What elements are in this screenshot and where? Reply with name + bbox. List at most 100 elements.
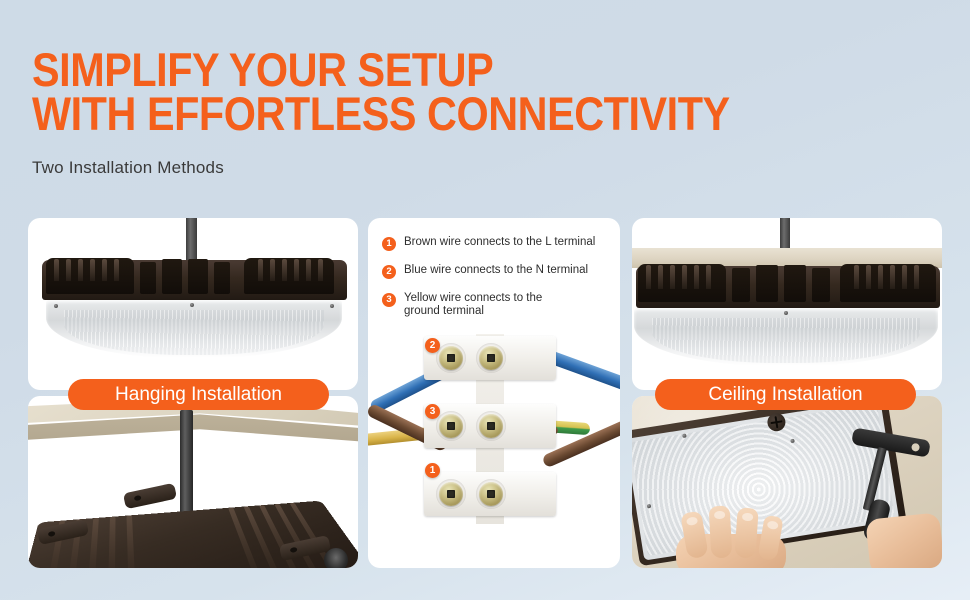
badge-hanging-installation: Hanging Installation bbox=[68, 379, 329, 410]
heatsink-fin bbox=[90, 259, 95, 281]
heatsink-fin bbox=[866, 265, 871, 289]
heatsink-fin bbox=[66, 259, 71, 281]
mounting-tab bbox=[122, 482, 178, 510]
step-number-badge: 2 bbox=[382, 265, 396, 279]
terminal-row-l bbox=[424, 472, 556, 516]
heatsink-fin bbox=[670, 265, 675, 289]
fin-block bbox=[784, 265, 806, 302]
screw-slot bbox=[487, 422, 495, 430]
mounting-pole-icon bbox=[780, 218, 790, 256]
panel-ceiling-bottom bbox=[632, 396, 942, 568]
fin-block bbox=[214, 262, 230, 294]
bracket-hole bbox=[910, 442, 921, 452]
heatsink-fin bbox=[694, 265, 699, 289]
photo-ceiling-installation-hands bbox=[632, 396, 942, 568]
terminal-row-n bbox=[424, 336, 556, 380]
heatsink-fin bbox=[86, 517, 99, 568]
finger bbox=[734, 507, 759, 559]
terminal-screw bbox=[439, 482, 463, 506]
heatsink-fin bbox=[646, 265, 651, 289]
panel-ceiling-top bbox=[632, 218, 942, 390]
heatsink-fin bbox=[682, 265, 687, 289]
panel-wiring-instructions: 1 Brown wire connects to the L terminal … bbox=[368, 218, 620, 568]
heatsink-fin bbox=[270, 259, 275, 281]
terminal-screw bbox=[479, 414, 503, 438]
step-number-badge: 3 bbox=[382, 293, 396, 307]
terminal-screw bbox=[439, 414, 463, 438]
headline-line-2: WITH EFFORTLESS CONNECTIVITY bbox=[32, 87, 730, 140]
terminal-screw bbox=[479, 482, 503, 506]
connector-badge-ground: 3 bbox=[425, 404, 440, 419]
cable-gland bbox=[324, 548, 348, 568]
header: SIMPLIFY YOUR SETUP WITH EFFORTLESS CONN… bbox=[32, 43, 772, 178]
step-text: Brown wire connects to the L terminal bbox=[404, 236, 596, 248]
heatsink-fin bbox=[102, 259, 107, 281]
heatsink-fin bbox=[78, 259, 83, 281]
heatsink-fin bbox=[107, 516, 116, 568]
fin-block bbox=[732, 268, 750, 302]
fixture-lens bbox=[634, 308, 938, 366]
heatsink-fin bbox=[902, 265, 907, 289]
heatsink-fin bbox=[890, 265, 895, 289]
screw-slot bbox=[447, 354, 455, 362]
wiring-step: 3 Yellow wire connects to the ground ter… bbox=[382, 292, 610, 318]
finger bbox=[708, 505, 733, 559]
mounting-hole bbox=[289, 546, 298, 554]
lens-screw bbox=[784, 311, 788, 315]
heatsink-fin bbox=[258, 259, 263, 281]
screw-slot bbox=[447, 422, 455, 430]
mounting-pole-icon bbox=[186, 218, 197, 264]
heatsink-fin bbox=[126, 515, 136, 568]
fin-block bbox=[188, 259, 208, 294]
headline-line-1: SIMPLIFY YOUR SETUP bbox=[32, 43, 494, 96]
panel-hanging-top bbox=[28, 218, 358, 390]
wiring-step-list: 1 Brown wire connects to the L terminal … bbox=[382, 236, 610, 318]
step-number-badge: 1 bbox=[382, 237, 396, 251]
fin-block bbox=[140, 262, 156, 294]
hand-right bbox=[865, 512, 942, 568]
screw-slot bbox=[487, 354, 495, 362]
fin-block bbox=[162, 259, 182, 294]
wiring-step: 2 Blue wire connects to the N terminal bbox=[382, 264, 610, 279]
heatsink-fin bbox=[854, 265, 859, 289]
terminal-screw-well bbox=[436, 411, 466, 441]
heatsink-fin bbox=[914, 265, 919, 289]
page-subtitle: Two Installation Methods bbox=[32, 158, 224, 177]
step-text: Yellow wire connects to the ground termi… bbox=[404, 292, 543, 317]
heatsink-fin bbox=[114, 259, 119, 281]
screw-slot bbox=[447, 490, 455, 498]
terminal-screw bbox=[479, 346, 503, 370]
terminal-screw-well bbox=[436, 479, 466, 509]
heatsink-fin bbox=[54, 259, 59, 281]
terminal-row-ground bbox=[424, 404, 556, 448]
terminal-screw-well bbox=[436, 343, 466, 373]
step-text: Blue wire connects to the N terminal bbox=[404, 264, 589, 276]
terminal-screw bbox=[439, 346, 463, 370]
lens-screw bbox=[190, 303, 194, 307]
photo-terminal-connector: 2 3 1 bbox=[368, 328, 620, 568]
photo-ceiling-side-view bbox=[632, 218, 942, 390]
wiring-step: 1 Brown wire connects to the L terminal bbox=[382, 236, 610, 251]
badge-ceiling-installation: Ceiling Installation bbox=[655, 379, 916, 410]
mounting-hole bbox=[47, 530, 56, 538]
fin-block bbox=[756, 265, 778, 302]
heatsink-fin bbox=[294, 259, 299, 281]
mounting-hole bbox=[133, 494, 142, 502]
heatsink-fin bbox=[306, 259, 311, 281]
connector-badge-n: 2 bbox=[425, 338, 440, 353]
photo-hanging-pole-mount bbox=[28, 396, 358, 568]
screw-slot bbox=[487, 490, 495, 498]
heatsink-fin bbox=[658, 265, 663, 289]
mounting-pole-icon bbox=[180, 410, 193, 522]
heatsink-fin bbox=[706, 265, 711, 289]
heatsink-fin bbox=[878, 265, 883, 289]
lens-screw bbox=[330, 304, 334, 308]
connector-badge-l: 1 bbox=[425, 463, 440, 478]
heatsink-fin bbox=[318, 259, 323, 281]
panel-hanging-bottom bbox=[28, 396, 358, 568]
terminal-screw-well bbox=[476, 343, 506, 373]
terminal-screw-well bbox=[476, 411, 506, 441]
terminal-screw-well bbox=[476, 479, 506, 509]
photo-hanging-side-view bbox=[28, 218, 358, 390]
ceiling-surface bbox=[632, 248, 942, 268]
